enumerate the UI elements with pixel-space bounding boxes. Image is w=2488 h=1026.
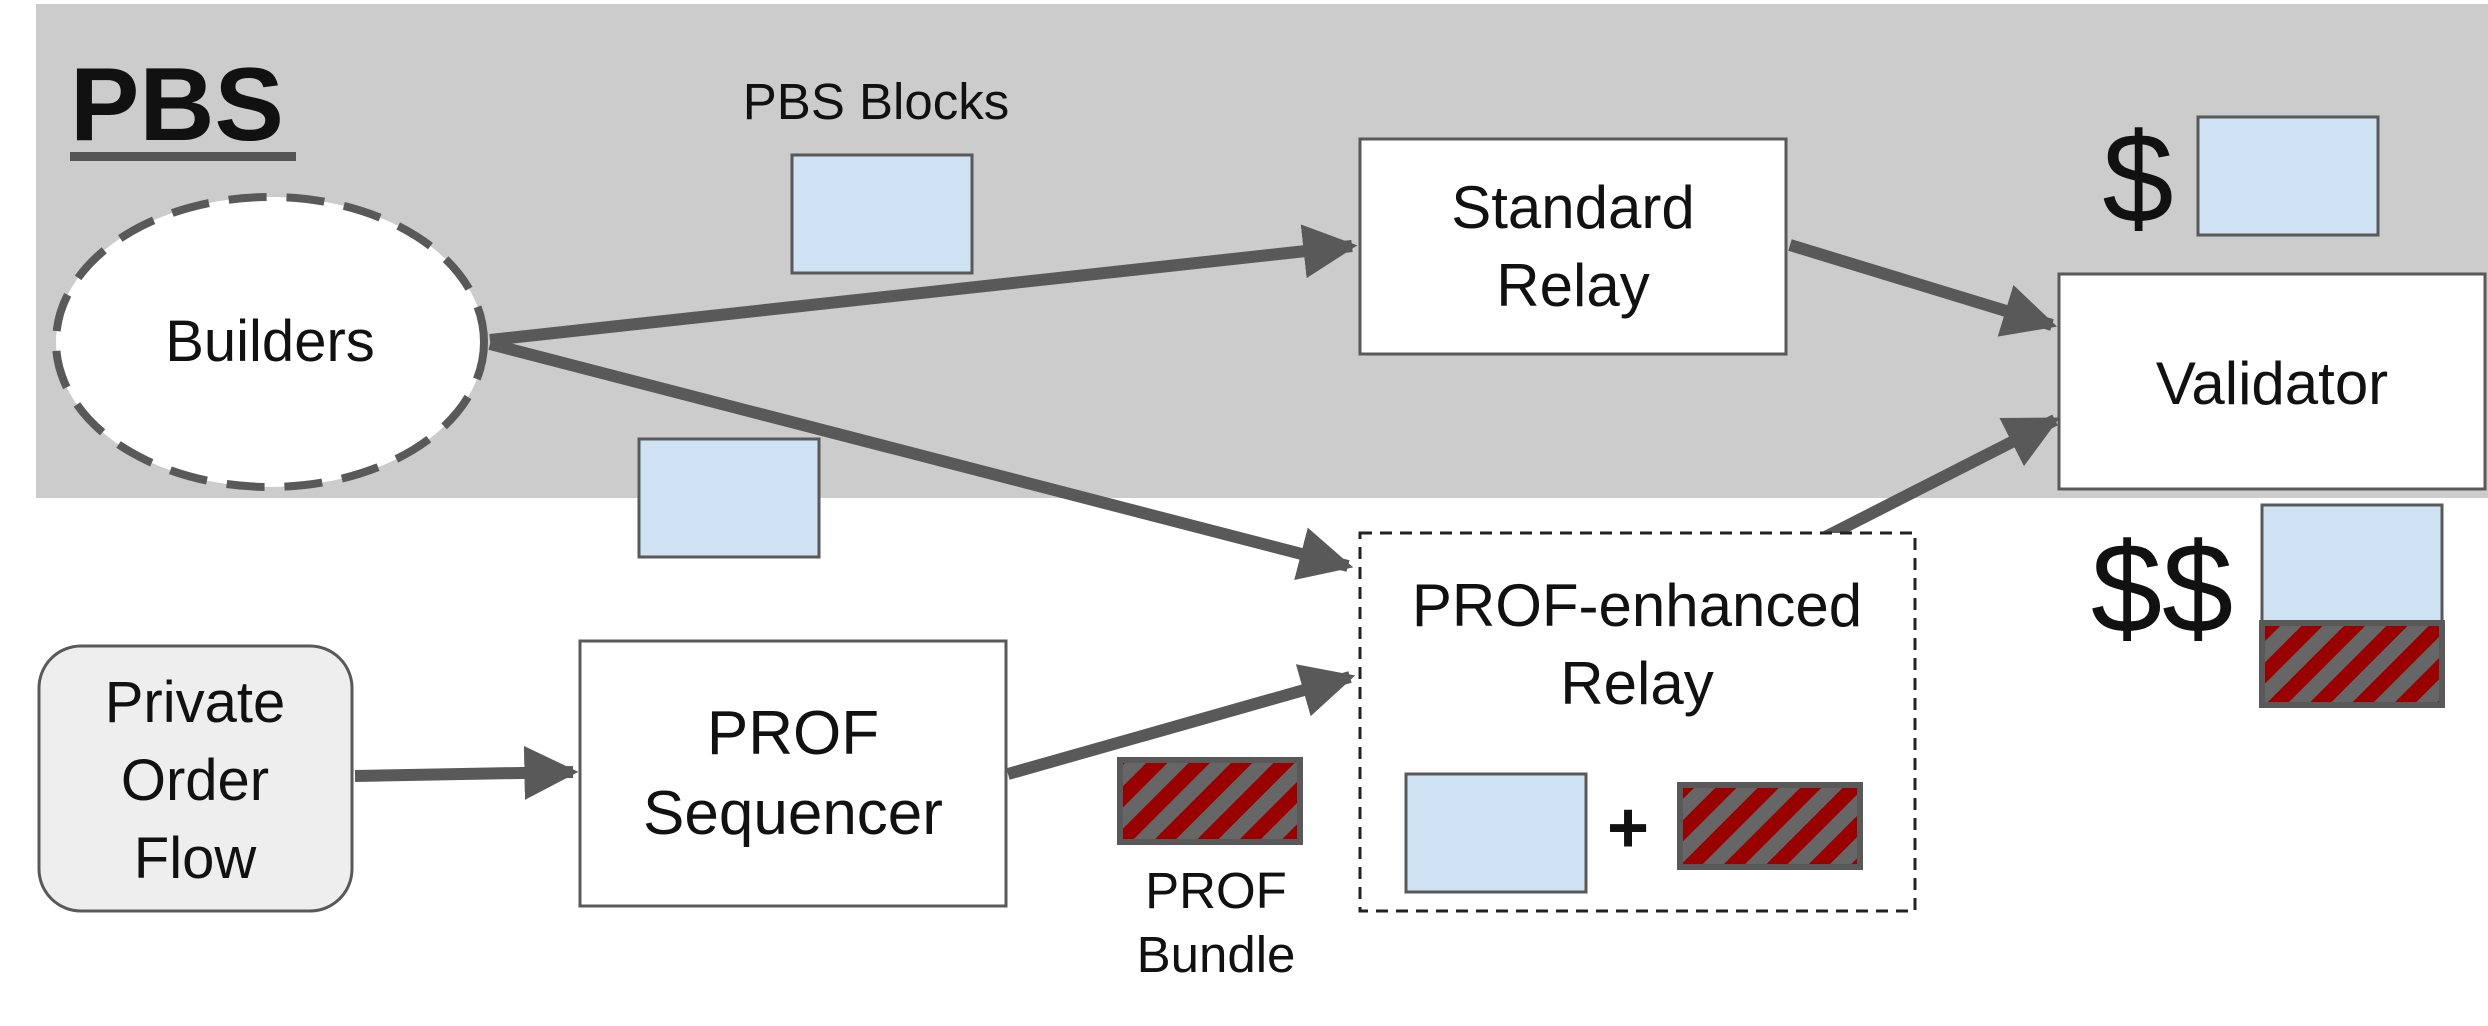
prof-relay-line-1: PROF-enhanced bbox=[1412, 572, 1862, 639]
private-order-flow-line-3: Flow bbox=[134, 826, 258, 891]
validator-reward-block-standard bbox=[2196, 115, 2380, 237]
standard-relay-label-line-1: Standard bbox=[1451, 174, 1695, 241]
pbs-block-upper bbox=[790, 153, 974, 275]
plus-icon: + bbox=[1607, 788, 1649, 868]
prof-relay-bundle-block bbox=[1677, 782, 1863, 870]
validator-label: Validator bbox=[2156, 350, 2388, 417]
private-order-flow-node[interactable] bbox=[37, 644, 354, 913]
validator-node[interactable] bbox=[2057, 272, 2487, 491]
validator-reward-bundle bbox=[2259, 620, 2445, 708]
validator-reward-block-enhanced bbox=[2260, 503, 2444, 625]
dollar-sign-icon: $ bbox=[2102, 107, 2173, 250]
builders-label: Builders bbox=[165, 309, 375, 374]
arrow-private-flow-to-sequencer bbox=[354, 745, 579, 800]
pbs-blocks-label: PBS Blocks bbox=[743, 73, 1009, 130]
prof-sequencer-line-2: Sequencer bbox=[643, 779, 943, 848]
standard-relay-label-line-2: Relay bbox=[1496, 252, 1649, 319]
private-order-flow-line-1: Private bbox=[105, 670, 286, 735]
pbs-region-title: PBS bbox=[70, 47, 284, 163]
arrow-builders-to-standard-relay bbox=[489, 224, 1358, 346]
arrow-sequencer-to-prof-relay bbox=[1006, 664, 1356, 780]
arrow-standard-relay-to-validator bbox=[1788, 239, 2058, 337]
prof-bundle-label-line-2: Bundle bbox=[1137, 926, 1296, 983]
prof-bundle-label-line-1: PROF bbox=[1145, 862, 1287, 919]
private-order-flow-line-2: Order bbox=[121, 748, 269, 813]
pbs-block-lower bbox=[637, 437, 821, 559]
builders-node[interactable] bbox=[52, 193, 488, 491]
prof-relay-line-2: Relay bbox=[1560, 650, 1713, 717]
prof-sequencer-line-1: PROF bbox=[707, 699, 879, 768]
prof-relay-pbs-block bbox=[1404, 772, 1588, 894]
standard-relay-node[interactable] bbox=[1358, 137, 1788, 356]
double-dollar-sign-icon: $$ bbox=[2091, 517, 2233, 660]
arrow-builders-to-prof-relay bbox=[488, 338, 1354, 580]
pbs-title-underline bbox=[70, 152, 296, 161]
prof-sequencer-node[interactable] bbox=[578, 639, 1008, 908]
prof-bundle-block bbox=[1117, 757, 1303, 845]
